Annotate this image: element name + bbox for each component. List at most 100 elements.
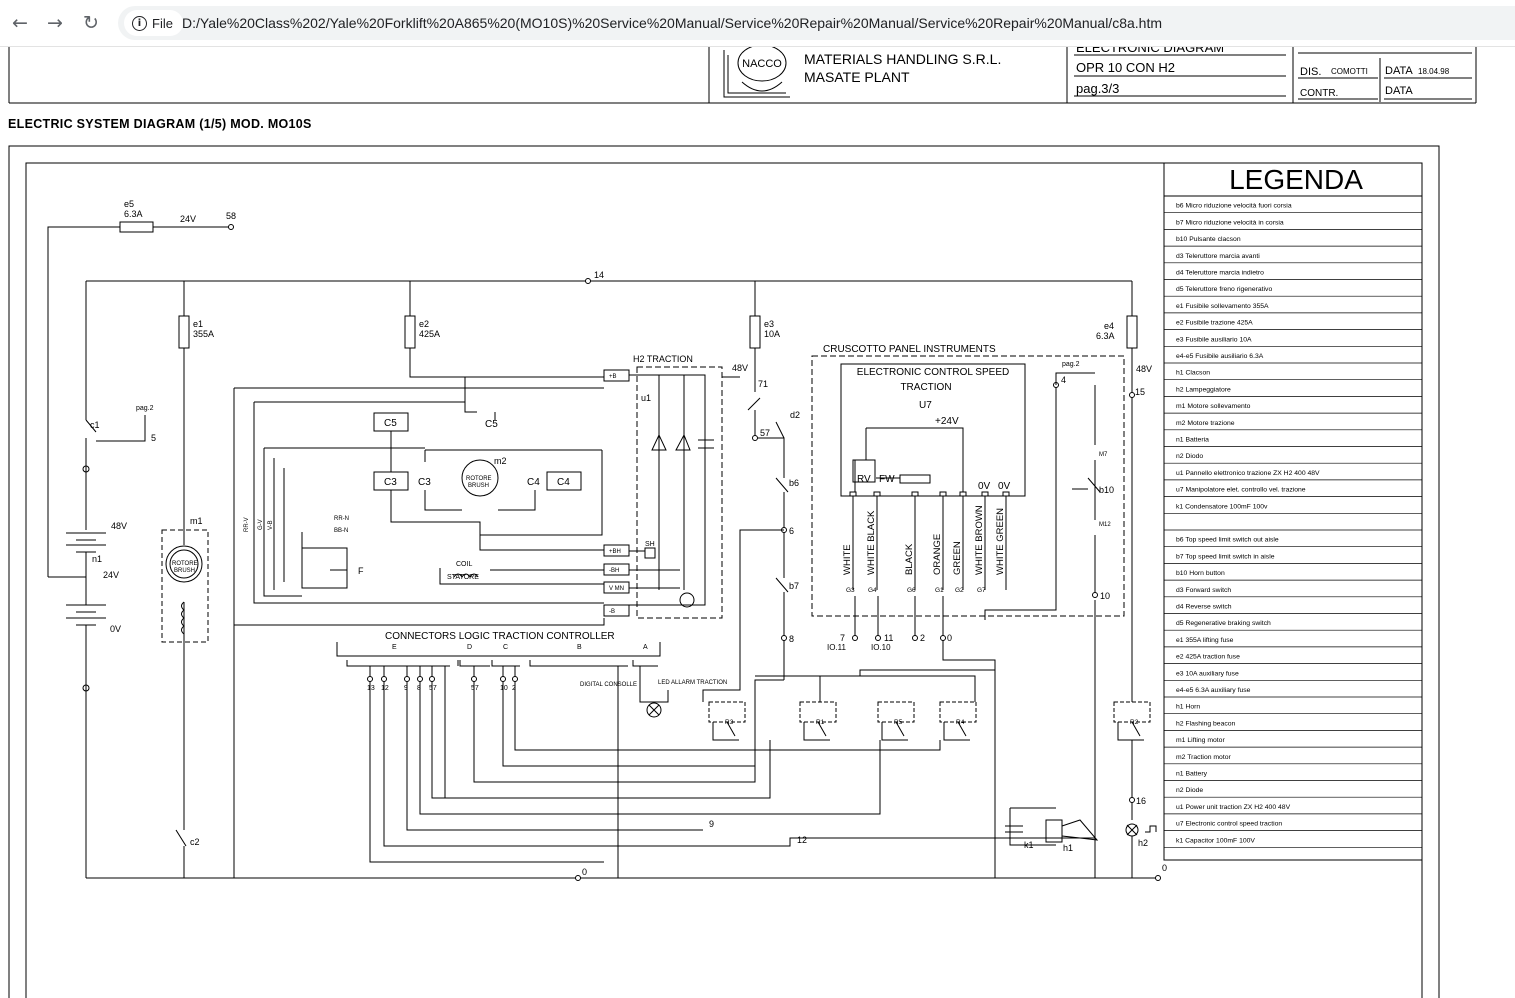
legend-item: e3 Fusibile ausiliario 10A bbox=[1176, 336, 1252, 343]
connector-pin-label: 8 bbox=[417, 685, 421, 692]
node15: 15 bbox=[1135, 387, 1145, 397]
c3-box-label: C3 bbox=[384, 477, 397, 488]
wire-color-label: WHITE GREEN bbox=[995, 508, 1006, 575]
panel-pin-label: G3 bbox=[846, 587, 855, 594]
node0b: 0 bbox=[1162, 863, 1167, 873]
relay-contact bbox=[803, 721, 830, 741]
company-line1: MATERIALS HANDLING S.R.L. bbox=[804, 51, 1001, 67]
e1-label: e1 bbox=[193, 319, 203, 329]
ecs-line1: ELECTRONIC CONTROL SPEED bbox=[857, 367, 1009, 378]
connector-pin bbox=[381, 676, 387, 682]
relay-contact bbox=[1117, 721, 1144, 741]
m7-label: M7 bbox=[1099, 452, 1108, 458]
wire-color-label: GREEN bbox=[952, 541, 963, 575]
nacco-logo bbox=[723, 47, 790, 98]
legend-item: d5 Teleruttore freno rigenerativo bbox=[1176, 286, 1272, 293]
model-text: OPR 10 CON H2 bbox=[1076, 60, 1175, 75]
ov2-label: 0V bbox=[998, 481, 1011, 492]
arrow-right-icon[interactable]: → bbox=[47, 12, 63, 34]
legend-item: e3 10A auxiliary fuse bbox=[1176, 670, 1239, 677]
legend-item: h1 Horn bbox=[1176, 704, 1200, 711]
panel-pin-label: G7 bbox=[977, 587, 986, 594]
legend-item: h2 Lampeggiatore bbox=[1176, 386, 1231, 393]
io11-label: IO.11 bbox=[827, 643, 847, 652]
node58: 58 bbox=[226, 211, 236, 221]
n1-label: n1 bbox=[92, 554, 102, 564]
title-block: NACCO MATERIALS HANDLING S.R.L. MASATE P… bbox=[8, 47, 1477, 104]
legend-rows: b6 Micro riduzione velocità fuori corsia… bbox=[1164, 203, 1422, 848]
power-rails bbox=[47, 221, 1161, 881]
e3-rating: 10A bbox=[764, 329, 780, 339]
legend-item: m1 Lifting motor bbox=[1176, 737, 1225, 744]
terminal-label: G-V bbox=[258, 519, 264, 530]
connector-group-label: B bbox=[577, 644, 582, 651]
bus-label: V MN bbox=[609, 586, 624, 592]
v24-label: 24V bbox=[103, 570, 119, 580]
v24p-label: +24V bbox=[935, 416, 959, 427]
legend-item: b7 Top speed limit switch in aisle bbox=[1176, 553, 1275, 560]
connector-pin-label: 57 bbox=[429, 685, 437, 692]
connectors-label: CONNECTORS LOGIC TRACTION CONTROLLER bbox=[385, 631, 615, 642]
electric-diagram: NACCO MATERIALS HANDLING S.R.L. MASATE P… bbox=[8, 47, 1477, 998]
m1-label: m1 bbox=[190, 516, 203, 526]
h2-traction-label: H2 TRACTION bbox=[633, 354, 693, 364]
legend-item: e2 Fusibile trazione 425A bbox=[1176, 320, 1253, 327]
sh-label: SH bbox=[645, 541, 655, 548]
connector-pin bbox=[367, 676, 373, 682]
n0-label: 0 bbox=[947, 633, 952, 643]
legend-item: b10 Pulsante clacson bbox=[1176, 236, 1241, 243]
connector-pin-label: 2 bbox=[512, 685, 516, 692]
m12-label: M12 bbox=[1099, 522, 1111, 528]
section-title: ELECTRIC SYSTEM DIAGRAM (1/5) MOD. MO10S bbox=[8, 117, 312, 131]
relay-label: R3 bbox=[725, 719, 734, 726]
c3-label: C3 bbox=[418, 477, 431, 488]
legend-item: d4 Teleruttore marcia indietro bbox=[1176, 270, 1264, 277]
data-label: DATA bbox=[1385, 65, 1413, 77]
legend-item: n2 Diodo bbox=[1176, 453, 1203, 460]
node71: 71 bbox=[758, 379, 768, 389]
node16: 16 bbox=[1136, 796, 1146, 806]
legend-item: n2 Diode bbox=[1176, 787, 1203, 794]
logo-text: NACCO bbox=[742, 58, 782, 70]
panel-pin-label: G4 bbox=[868, 587, 877, 594]
e5-rating: 6.3A bbox=[124, 209, 143, 219]
v0-label: 0V bbox=[110, 624, 121, 634]
url-text[interactable]: D:/Yale%20Class%202/Yale%20Forklift%20A8… bbox=[182, 15, 1162, 31]
address-bar[interactable]: i File D:/Yale%20Class%202/Yale%20Forkli… bbox=[118, 6, 1515, 40]
k1-label: k1 bbox=[1024, 840, 1034, 850]
b7-label: b7 bbox=[789, 581, 799, 591]
site-info-chip[interactable]: i File bbox=[124, 10, 183, 36]
v24-top: 24V bbox=[180, 214, 196, 224]
page-text: pag.3/3 bbox=[1076, 81, 1119, 96]
node10: 10 bbox=[1100, 591, 1110, 601]
bus-label: +BH bbox=[609, 549, 621, 555]
relay-label: R1 bbox=[816, 719, 825, 726]
c5-box-label: C5 bbox=[384, 418, 397, 429]
legend-item: b7 Micro riduzione velocità in corsia bbox=[1176, 219, 1284, 226]
m1-brush: BRUSH bbox=[174, 568, 195, 574]
arrow-left-icon[interactable]: ← bbox=[12, 12, 28, 34]
node0: 0 bbox=[582, 867, 587, 877]
reload-icon[interactable]: ↻ bbox=[83, 12, 99, 34]
connector-pin-label: 57 bbox=[471, 685, 479, 692]
h1-label: h1 bbox=[1063, 843, 1073, 853]
connector-pin bbox=[471, 676, 477, 682]
b6-label: b6 bbox=[789, 478, 799, 488]
v48-b: 48V bbox=[1136, 364, 1152, 374]
scheme-label: File bbox=[152, 15, 173, 31]
terminal-label: V-B bbox=[268, 520, 274, 530]
legend-item: d5 Regenerative braking switch bbox=[1176, 620, 1271, 627]
connector-pin bbox=[429, 676, 435, 682]
node14: 14 bbox=[594, 270, 604, 280]
d2-label: d2 bbox=[790, 410, 800, 420]
terminal-label: RR-N bbox=[334, 516, 349, 522]
e2-label: e2 bbox=[419, 319, 429, 329]
c5-label: C5 bbox=[485, 419, 498, 430]
connector-group-label: A bbox=[643, 644, 648, 651]
node4: 4 bbox=[1061, 375, 1066, 385]
node57: 57 bbox=[760, 428, 770, 438]
relay-label: R4 bbox=[956, 719, 965, 726]
